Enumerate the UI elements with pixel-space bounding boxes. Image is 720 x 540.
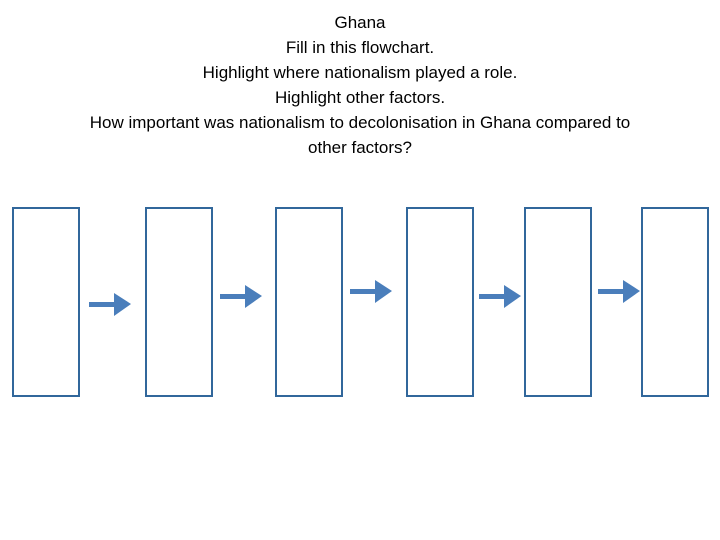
- flowchart-box-6[interactable]: [641, 207, 709, 397]
- slide-title-block: Ghana Fill in this flowchart. Highlight …: [0, 10, 720, 160]
- arrow-right-icon-2: [219, 277, 263, 311]
- title-line-1: Ghana: [334, 13, 386, 32]
- title-line-3: Highlight where nationalism played a rol…: [202, 63, 518, 82]
- arrow-right-icon-1: [88, 285, 132, 319]
- arrow-right-icon-4: [478, 277, 522, 311]
- flowchart-box-2[interactable]: [145, 207, 213, 397]
- arrow-right-icon-3: [349, 272, 393, 306]
- title-line-6: other factors?: [308, 138, 412, 157]
- title-line-2: Fill in this flowchart.: [285, 38, 435, 57]
- flowchart-box-1[interactable]: [12, 207, 80, 397]
- flowchart-box-3[interactable]: [275, 207, 343, 397]
- title-line-5: How important was nationalism to decolon…: [89, 113, 631, 132]
- arrow-right-icon-5: [597, 272, 641, 306]
- title-line-4: Highlight other factors.: [274, 88, 446, 107]
- flowchart-box-5[interactable]: [524, 207, 592, 397]
- flowchart-box-4[interactable]: [406, 207, 474, 397]
